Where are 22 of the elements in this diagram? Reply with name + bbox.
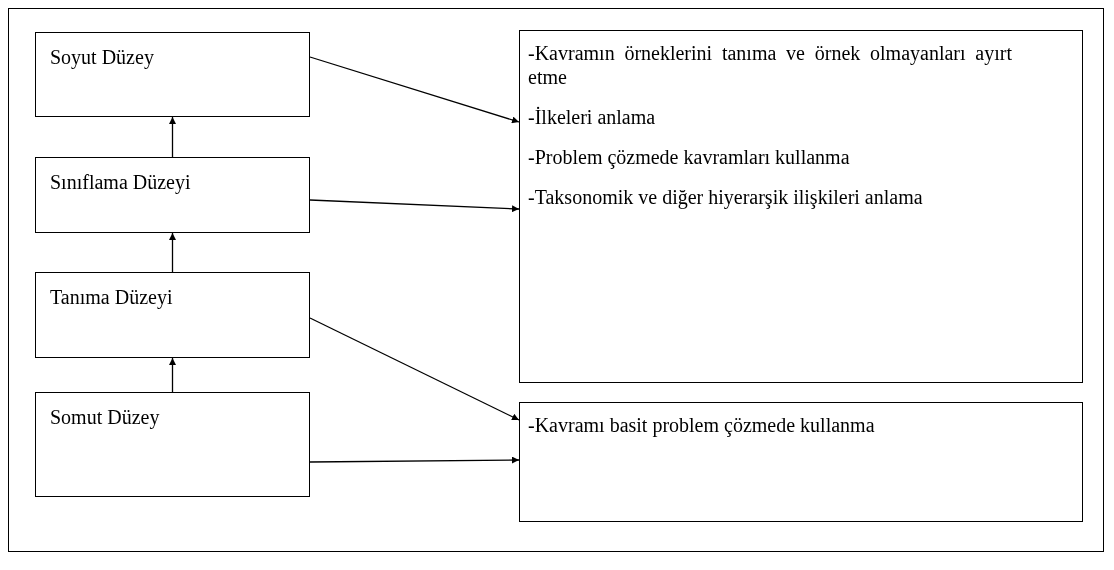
box-text: -Problem çözmede kavramları kullanma xyxy=(528,145,851,169)
arrow xyxy=(169,232,176,273)
description-box xyxy=(519,30,1083,383)
box-text: Tanıma Düzeyi xyxy=(50,285,174,309)
box-text: Somut Düzey xyxy=(50,405,161,429)
box-text: Sınıflama Düzeyi xyxy=(50,170,192,194)
box-text: -Taksonomik ve diğer hiyerarşik ilişkileri anlama xyxy=(528,185,924,209)
box-text: -Kavramın örneklerini tanıma ve örnek olmayanları ayırt etme xyxy=(528,41,1012,89)
level-box xyxy=(35,157,310,233)
level-box xyxy=(35,272,310,358)
arrow xyxy=(309,199,520,213)
arrow xyxy=(309,56,520,124)
box-text: -İlkeleri anlama xyxy=(528,105,657,129)
arrow xyxy=(309,456,520,464)
level-box xyxy=(35,32,310,117)
level-box xyxy=(35,392,310,497)
arrow xyxy=(169,357,176,393)
description-box xyxy=(519,402,1083,522)
box-text: Soyut Düzey xyxy=(50,45,155,69)
arrow xyxy=(169,116,176,158)
box-text: -Kavramı basit problem çözmede kullanma xyxy=(528,413,876,437)
arrow xyxy=(309,317,520,421)
